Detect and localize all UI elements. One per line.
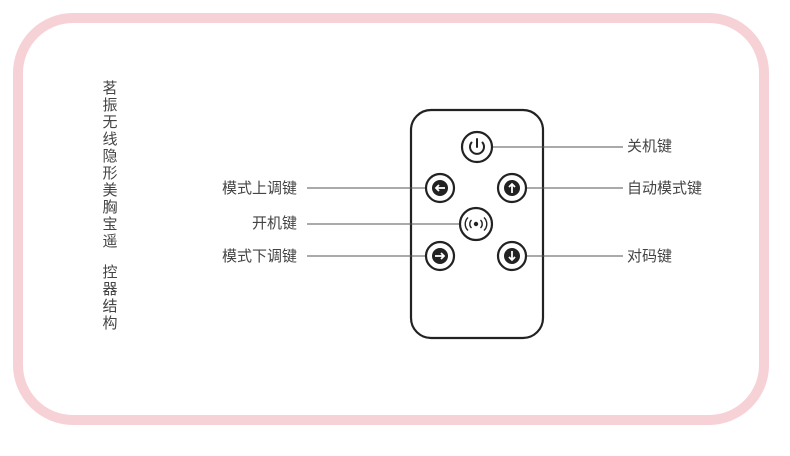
title-char: 茗 [102, 79, 118, 97]
title-char: 控 [102, 263, 118, 281]
title-char: 胸 [102, 198, 118, 216]
title-char: 无 [102, 113, 118, 131]
title-part-1: 茗振无线隐形美胸宝遥 [102, 80, 117, 250]
title-char: 美 [102, 181, 118, 199]
power-on-button[interactable] [458, 206, 494, 242]
title-char: 遥 [102, 232, 118, 250]
title-part-2: 控器结构 [102, 264, 117, 332]
auto-mode-button[interactable] [496, 172, 528, 204]
label-mode-up: 模式上调键 [221, 179, 297, 197]
title-char: 器 [102, 280, 118, 298]
label-mode-down: 模式下调键 [221, 247, 297, 265]
label-power-on: 开机键 [251, 214, 297, 232]
power-icon [469, 138, 485, 155]
rounded-frame [13, 13, 769, 425]
vertical-title: 茗振无线隐形美胸宝遥 控器结构 [101, 80, 119, 332]
title-char: 隐 [102, 147, 118, 165]
title-char: 宝 [102, 215, 118, 233]
arrow-right-icon [435, 252, 446, 260]
arrow-up-icon [508, 182, 516, 193]
label-power-off: 关机键 [627, 137, 673, 155]
title-char: 振 [102, 96, 118, 114]
arrow-left-icon [434, 184, 445, 192]
title-char: 形 [102, 164, 118, 182]
signal-icon [464, 216, 488, 232]
mode-up-button[interactable] [424, 172, 456, 204]
mode-down-button[interactable] [424, 240, 456, 272]
arrow-down-icon [508, 251, 516, 262]
title-char: 线 [102, 130, 118, 148]
power-off-button[interactable] [460, 130, 494, 164]
pair-button[interactable] [496, 240, 528, 272]
title-char: 构 [102, 314, 118, 332]
label-pair: 对码键 [627, 247, 673, 265]
title-char: 结 [102, 297, 118, 315]
label-auto-mode: 自动模式键 [627, 179, 703, 197]
